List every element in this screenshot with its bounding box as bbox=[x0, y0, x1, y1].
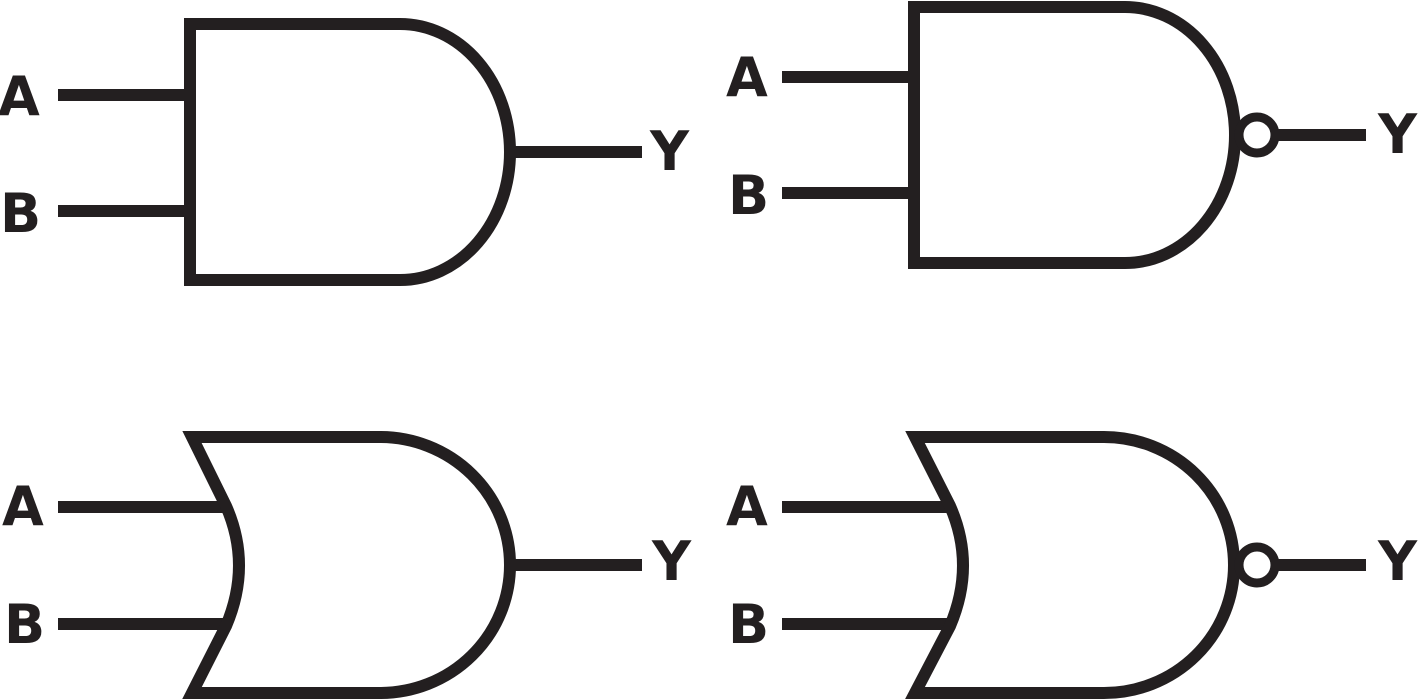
inversion-bubble bbox=[1234, 112, 1280, 158]
input-label-b: B bbox=[728, 164, 769, 227]
nor-gate: A B Y bbox=[726, 431, 1418, 699]
output-label-y: Y bbox=[649, 120, 690, 183]
output-label-y: Y bbox=[1377, 103, 1418, 166]
and-gate: A B Y bbox=[0, 18, 690, 286]
or-gate: A B Y bbox=[2, 431, 692, 699]
output-label-y: Y bbox=[1377, 530, 1418, 593]
inversion-bubble bbox=[1234, 542, 1280, 588]
input-label-a: A bbox=[0, 65, 40, 128]
nand-gate-body bbox=[908, 1, 1242, 269]
input-label-b: B bbox=[0, 182, 41, 245]
or-gate-body bbox=[182, 431, 517, 699]
input-label-b: B bbox=[4, 593, 45, 656]
input-label-b: B bbox=[728, 593, 769, 656]
input-label-a: A bbox=[726, 46, 768, 109]
nor-gate-body bbox=[905, 431, 1241, 699]
input-label-a: A bbox=[2, 475, 44, 538]
input-label-a: A bbox=[726, 475, 768, 538]
nand-gate: A B Y bbox=[726, 1, 1418, 269]
output-label-y: Y bbox=[651, 530, 692, 593]
and-gate-body bbox=[184, 18, 517, 286]
